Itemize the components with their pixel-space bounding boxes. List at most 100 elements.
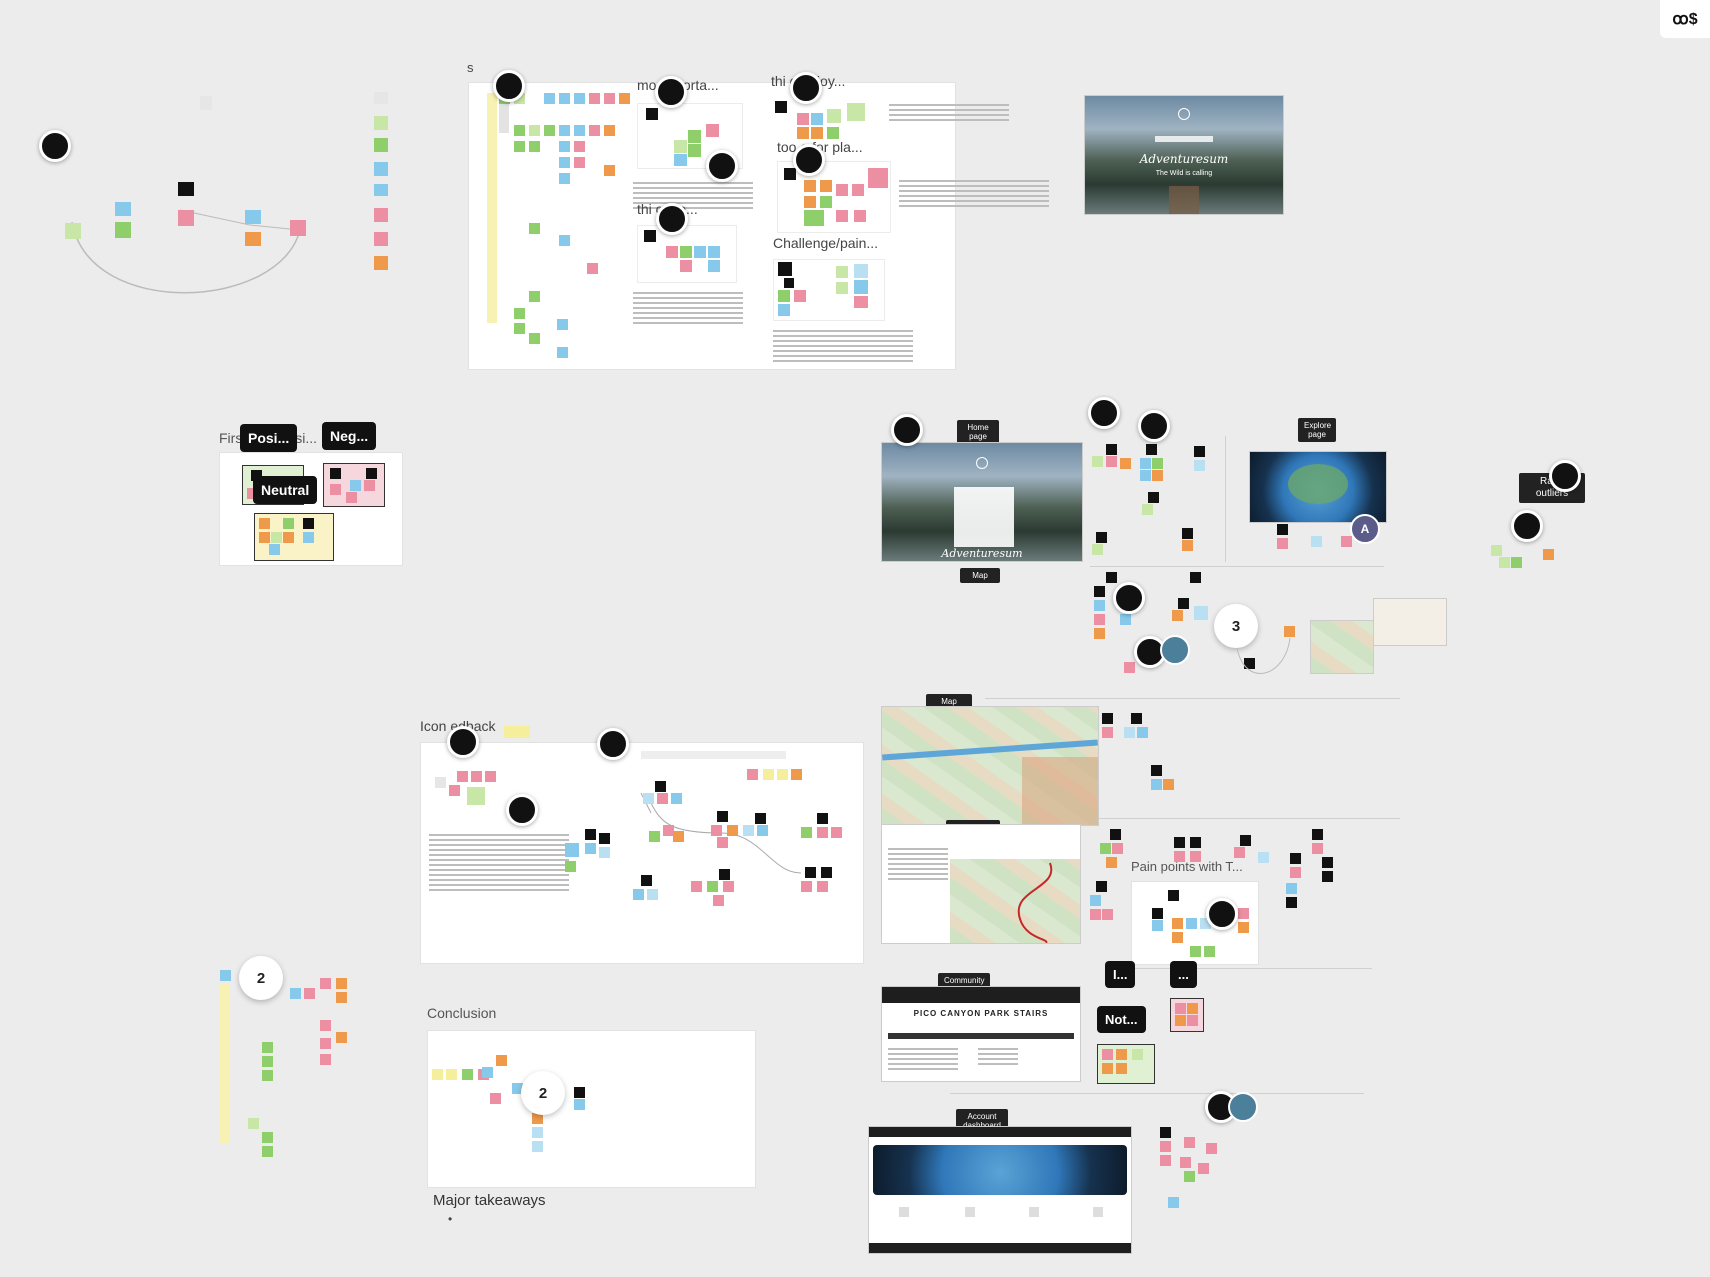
sticky-note[interactable] [1112, 843, 1123, 854]
sticky-note[interactable] [585, 843, 596, 854]
sticky-note[interactable] [1131, 713, 1142, 724]
sticky-note[interactable] [1182, 528, 1193, 539]
cluster[interactable] [777, 161, 891, 233]
sticky-note[interactable] [374, 138, 388, 152]
sticky-note[interactable] [262, 1070, 273, 1081]
sticky-note[interactable] [727, 825, 738, 836]
sticky-note[interactable] [490, 1093, 501, 1104]
sticky-note[interactable] [1491, 545, 1502, 556]
sticky-note[interactable] [836, 282, 848, 294]
sticky-note[interactable] [587, 263, 598, 274]
sticky-note[interactable] [178, 210, 194, 226]
tag-negative[interactable]: Neg... [322, 422, 377, 450]
sticky-note[interactable] [1174, 851, 1185, 862]
sticky-note[interactable] [1106, 444, 1117, 455]
sticky-note[interactable] [514, 323, 525, 334]
sticky-note[interactable] [559, 125, 570, 136]
sticky-note[interactable] [1092, 456, 1103, 467]
sticky-note[interactable] [836, 210, 848, 222]
sticky-note[interactable] [821, 867, 832, 878]
sticky-note[interactable] [691, 881, 702, 892]
sticky-note[interactable] [589, 125, 600, 136]
sticky-note[interactable] [432, 1069, 443, 1080]
sticky-note[interactable] [778, 290, 790, 302]
sticky-note[interactable] [1511, 557, 1522, 568]
sticky-note[interactable] [811, 113, 823, 125]
tag-positive[interactable]: Posi... [240, 424, 298, 452]
sticky-note[interactable] [115, 222, 131, 238]
sticky-note[interactable] [1194, 460, 1205, 471]
sticky-note[interactable] [778, 262, 792, 276]
sticky-note[interactable] [1160, 1155, 1171, 1166]
sticky-note[interactable] [330, 484, 341, 495]
sticky-note[interactable] [290, 220, 306, 236]
sticky-note[interactable] [1132, 1049, 1143, 1060]
tag-home-page[interactable]: Home page [957, 420, 999, 444]
sticky-note[interactable] [1180, 1157, 1191, 1168]
sticky-note[interactable] [320, 978, 331, 989]
sticky-note[interactable] [791, 769, 802, 780]
sticky-note[interactable] [1152, 470, 1163, 481]
sticky-note[interactable] [1102, 727, 1113, 738]
sticky-note[interactable] [271, 532, 282, 543]
sticky-note[interactable] [1187, 1003, 1198, 1014]
sticky-note[interactable] [589, 93, 600, 104]
sticky-note[interactable] [1172, 918, 1183, 929]
sticky-note[interactable] [804, 196, 816, 208]
sticky-note[interactable] [574, 1087, 585, 1098]
sticky-note[interactable] [868, 168, 888, 188]
sticky-note[interactable] [1184, 1137, 1195, 1148]
sticky-note[interactable] [1142, 504, 1153, 515]
sticky-note[interactable] [247, 488, 258, 499]
sticky-note[interactable] [673, 831, 684, 842]
sticky-note[interactable] [1187, 1015, 1198, 1026]
sticky-note[interactable] [1277, 538, 1288, 549]
sticky-note[interactable] [1094, 600, 1105, 611]
sticky-note[interactable] [1124, 662, 1135, 673]
sticky-note[interactable] [804, 180, 816, 192]
sticky-note[interactable] [248, 1118, 259, 1129]
sticky-note[interactable] [1543, 549, 1554, 560]
sticky-note[interactable] [374, 208, 388, 222]
sticky-note[interactable] [496, 1055, 507, 1066]
sticky-note[interactable] [805, 867, 816, 878]
sticky-note[interactable] [374, 232, 388, 246]
sticky-note[interactable] [1116, 1049, 1127, 1060]
cluster[interactable] [637, 103, 743, 169]
sticky-note[interactable] [565, 843, 579, 857]
sticky-note[interactable] [671, 793, 682, 804]
sticky-note[interactable] [1200, 918, 1211, 929]
sticky-note[interactable] [374, 92, 388, 104]
sticky-note[interactable] [1137, 727, 1148, 738]
sticky-note[interactable] [1238, 908, 1249, 919]
cluster[interactable] [637, 225, 737, 283]
sticky-note[interactable] [1174, 837, 1185, 848]
sticky-note[interactable] [1094, 614, 1105, 625]
sticky-note[interactable] [1175, 1003, 1186, 1014]
sticky-note[interactable] [1312, 843, 1323, 854]
sticky-note[interactable] [1102, 713, 1113, 724]
sticky-note[interactable] [446, 1069, 457, 1080]
sticky-note[interactable] [1322, 871, 1333, 882]
sticky-note[interactable] [847, 103, 865, 121]
sticky-note[interactable] [462, 1069, 473, 1080]
sticky-note[interactable] [557, 319, 568, 330]
sticky-note[interactable] [346, 492, 357, 503]
sticky-note[interactable] [485, 771, 496, 782]
sticky-note[interactable] [1148, 492, 1159, 503]
sticky-note[interactable] [1140, 470, 1151, 481]
sticky-note[interactable] [115, 202, 131, 216]
sticky-note[interactable] [565, 861, 576, 872]
sticky-note[interactable] [797, 113, 809, 125]
sticky-note[interactable] [784, 278, 794, 288]
tag-ellipsis[interactable]: ... [1170, 961, 1197, 988]
sticky-note[interactable] [1120, 614, 1131, 625]
sticky-note[interactable] [529, 125, 540, 136]
sticky-note[interactable] [457, 771, 468, 782]
sticky-note[interactable] [657, 793, 668, 804]
sticky-note[interactable] [559, 141, 570, 152]
sticky-note[interactable] [817, 881, 828, 892]
sticky-note[interactable] [836, 266, 848, 278]
sticky-note[interactable] [1286, 897, 1297, 908]
sticky-note[interactable] [1140, 458, 1151, 469]
